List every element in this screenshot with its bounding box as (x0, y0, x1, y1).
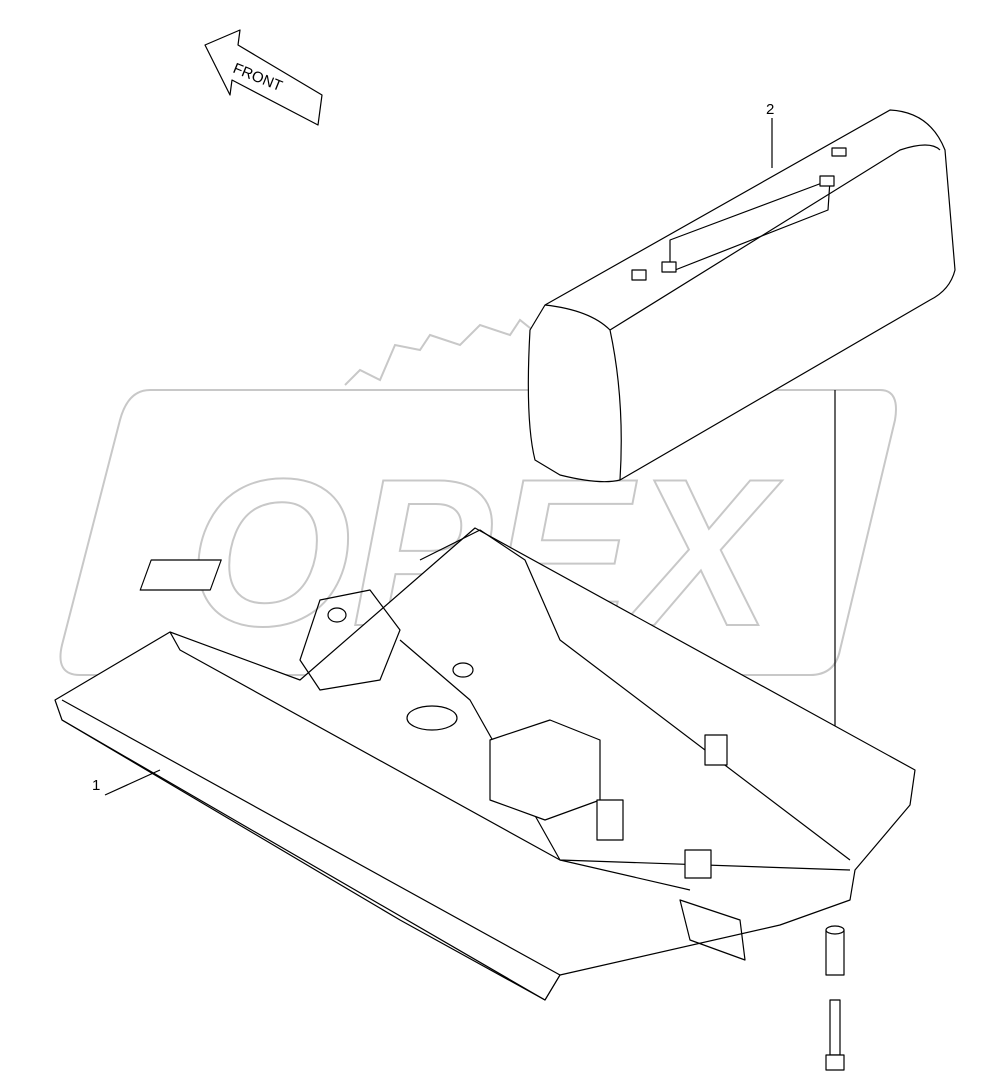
front-arrow: FRONT (204, 29, 323, 126)
upper-frame (54, 527, 916, 1001)
counterweight (527, 109, 956, 860)
step-plate (139, 559, 222, 591)
callout-2: 2 (766, 101, 774, 118)
spacer (825, 925, 845, 976)
lifting-eye (661, 261, 677, 273)
bolt (825, 999, 845, 1071)
callout-1: 1 (92, 777, 100, 794)
swing-pad (596, 799, 624, 841)
leader-line-1 (104, 769, 161, 796)
